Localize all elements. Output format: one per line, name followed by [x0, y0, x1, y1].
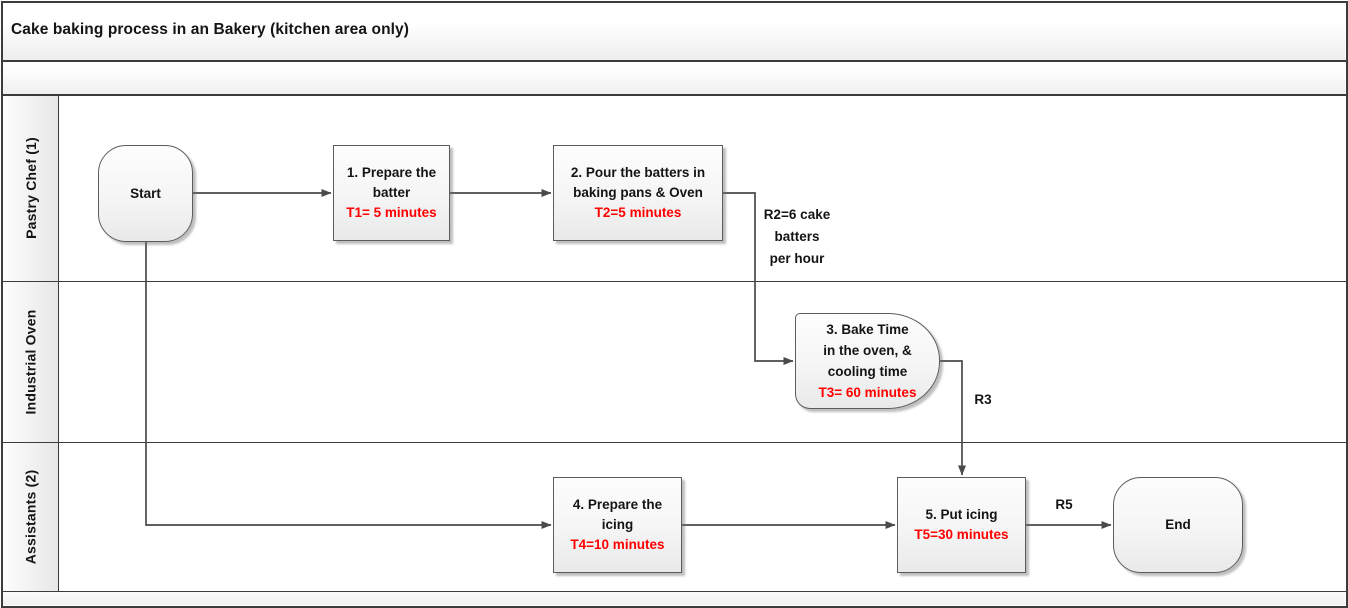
- lane-divider-line: [2, 281, 1346, 283]
- step1-title: 1. Prepare the batter: [346, 165, 437, 200]
- step4-title: 4. Prepare the icing: [572, 497, 663, 532]
- edge-step3-step5: [938, 360, 966, 476]
- title-bar-background: [3, 3, 1345, 60]
- process-box-step4: 4. Prepare the icing T4=10 minutes: [553, 477, 682, 573]
- step5-title: 5. Put icing: [925, 507, 998, 522]
- step2-time: T2=5 minutes: [594, 205, 682, 220]
- lane-label-pastry-chef: Pastry Chef (1): [3, 95, 59, 281]
- process-box-step5: 5. Put icing T5=30 minutes: [897, 477, 1026, 573]
- start-terminator: Start: [98, 145, 193, 242]
- edge-label-r3: R3: [974, 392, 992, 407]
- title-divider-line: [2, 60, 1346, 62]
- step3-title: 3. Bake Time in the oven, & cooling time: [823, 322, 912, 379]
- step1-time: T1= 5 minutes: [346, 205, 437, 220]
- process-box-step1: 1. Prepare the batter T1= 5 minutes: [333, 145, 450, 241]
- start-label: Start: [130, 185, 161, 201]
- lane-divider-line: [2, 442, 1346, 444]
- step4-time: T4=10 minutes: [570, 537, 665, 552]
- lane-label-industrial-oven: Industrial Oven: [3, 282, 59, 442]
- end-terminator: End: [1113, 477, 1243, 573]
- edge-step2-step3: [722, 192, 794, 365]
- edge-label-r2: R2=6 cake batters per hour: [763, 207, 831, 266]
- step2-title: 2. Pour the batters in baking pans & Ove…: [570, 165, 706, 200]
- edge-start-step4: [145, 242, 552, 529]
- phase-divider-line: [2, 94, 1346, 96]
- process-box-step2: 2. Pour the batters in baking pans & Ove…: [553, 145, 723, 241]
- bottom-strip: [3, 592, 1345, 605]
- step3-time: T3= 60 minutes: [818, 385, 917, 400]
- diagram-title: Cake baking process in an Bakery (kitche…: [11, 21, 410, 38]
- end-label: End: [1165, 517, 1191, 532]
- phase-strip: [3, 61, 1345, 94]
- delay-shape-step3: 3. Bake Time in the oven, & cooling time…: [795, 313, 940, 409]
- lane-divider-line: [2, 591, 1346, 593]
- lane-label-assistants: Assistants (2): [3, 443, 59, 591]
- edge-label-r5: R5: [1055, 497, 1073, 512]
- step5-time: T5=30 minutes: [914, 527, 1009, 542]
